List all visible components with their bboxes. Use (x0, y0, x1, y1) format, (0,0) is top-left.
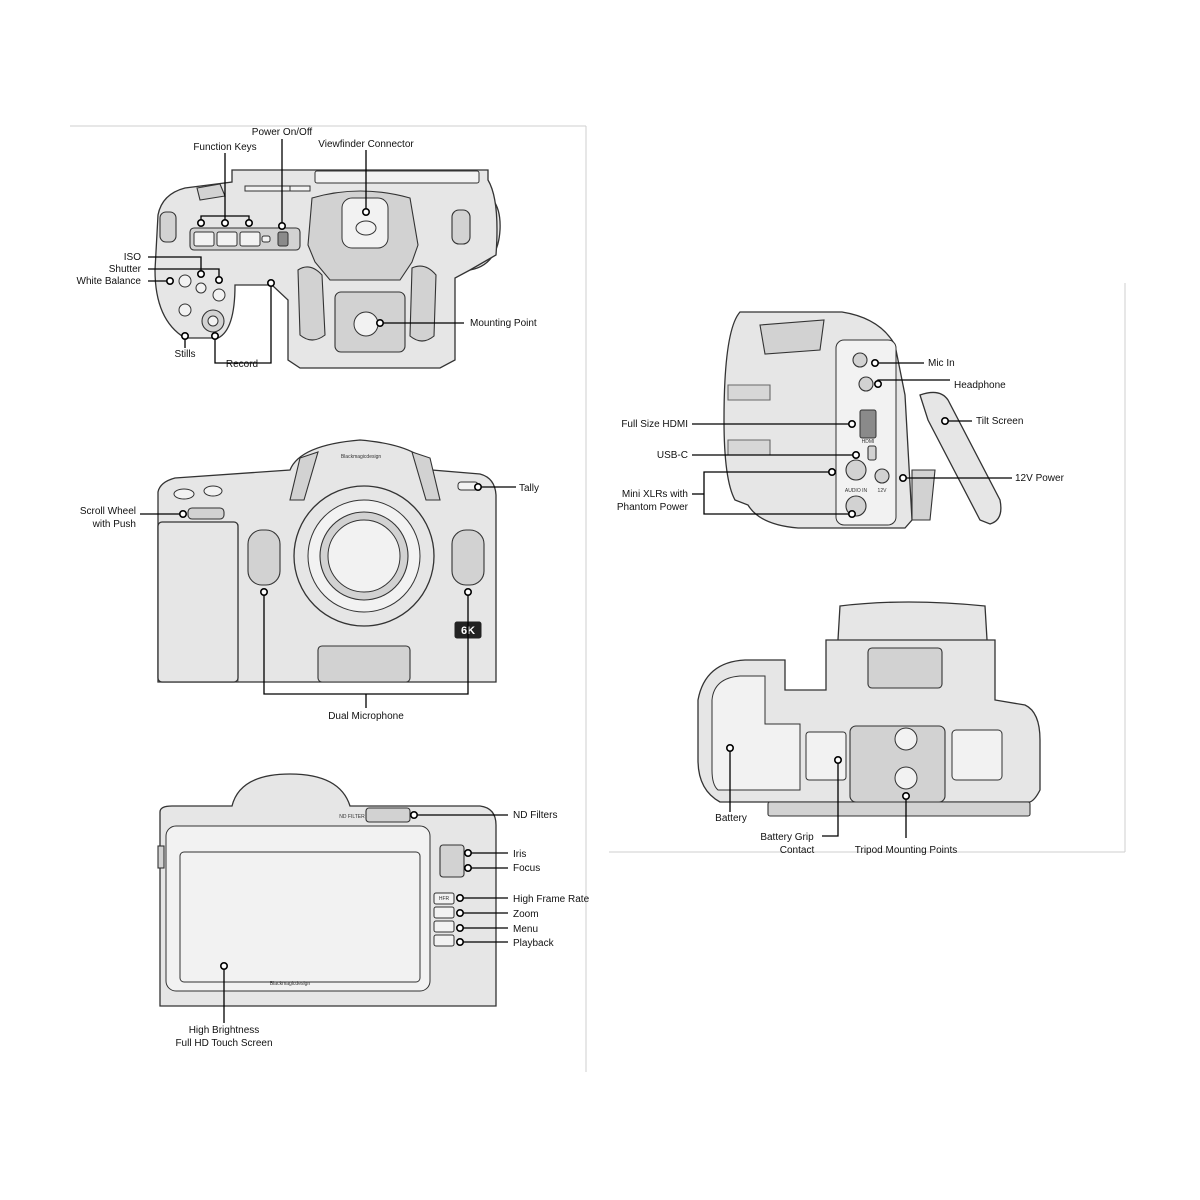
rear-callout-dots (220, 810, 472, 970)
label-power: Power On/Off (252, 127, 313, 138)
rear-brand: Blackmagicdesign (270, 981, 311, 987)
top-view: Power On/Off Function Keys Viewfinder Co… (77, 127, 537, 370)
label-iso: ISO (124, 252, 141, 263)
label-shutter: Shutter (109, 264, 142, 275)
front-brand: Blackmagicdesign (341, 454, 382, 460)
label-tripod-mounting-points: Tripod Mounting Points (855, 845, 957, 856)
side-callout-dots (827, 358, 949, 518)
label-stills: Stills (174, 349, 195, 360)
label-usb-c: USB-C (657, 450, 688, 461)
label-white-balance: White Balance (77, 276, 142, 287)
label-phantom-power: Phantom Power (617, 502, 689, 513)
label-high-frame-rate: High Frame Rate (513, 894, 590, 905)
page-frames (70, 125, 1126, 1072)
label-viewfinder: Viewfinder Connector (318, 139, 414, 150)
side-view: HDMI AUDIO IN 12V Mic In Headphone Tilt … (617, 311, 1065, 529)
front-callout-dots (179, 482, 482, 596)
label-mini-xlrs: Mini XLRs with (622, 489, 688, 500)
top-camera-body (154, 169, 501, 369)
label-contact: Contact (780, 845, 815, 856)
label-tally: Tally (519, 483, 539, 494)
bottom-callout-dots (725, 743, 910, 800)
label-headphone: Headphone (954, 380, 1006, 391)
port-audio-text: AUDIO IN (845, 488, 868, 494)
label-scroll-wheel: Scroll Wheel (80, 506, 136, 517)
label-iris: Iris (513, 849, 526, 860)
label-zoom: Zoom (513, 909, 539, 920)
label-high-brightness: High Brightness (189, 1025, 260, 1036)
port-hdmi-text: HDMI (862, 439, 875, 445)
rear-hfr-text: HFR (439, 896, 450, 902)
label-dual-microphone: Dual Microphone (328, 711, 404, 722)
label-function-keys: Function Keys (193, 142, 256, 153)
label-mounting-point: Mounting Point (470, 318, 537, 329)
rear-view: ND FILTER HFR Blackmagicdesign (157, 773, 590, 1049)
label-full-size-hdmi: Full Size HDMI (621, 419, 688, 430)
label-battery: Battery (715, 813, 747, 824)
side-camera-body: HDMI AUDIO IN 12V (723, 311, 1002, 529)
label-full-hd-touch: Full HD Touch Screen (175, 1038, 272, 1049)
label-12v-power: 12V Power (1015, 473, 1065, 484)
top-callout-dots (166, 208, 384, 340)
front-camera-body: 6K Blackmagicdesign (157, 439, 497, 683)
bottom-camera-body (697, 601, 1041, 817)
label-nd-filters: ND Filters (513, 810, 557, 821)
label-menu: Menu (513, 924, 538, 935)
label-with-push: with Push (92, 519, 136, 530)
rear-nd-text: ND FILTER (339, 814, 365, 820)
rear-camera-body: ND FILTER HFR Blackmagicdesign (157, 773, 497, 1007)
label-battery-grip: Battery Grip (760, 832, 814, 843)
label-tilt-screen: Tilt Screen (976, 416, 1023, 427)
bottom-view: Battery Battery Grip Contact Tripod Moun… (697, 601, 1041, 856)
label-mic-in: Mic In (928, 358, 955, 369)
label-record: Record (226, 359, 258, 370)
front-view: 6K Blackmagicdesign Tally Scroll Wheel w… (80, 439, 539, 722)
label-focus: Focus (513, 863, 540, 874)
label-playback: Playback (513, 938, 555, 949)
port-12v-text: 12V (878, 488, 888, 494)
